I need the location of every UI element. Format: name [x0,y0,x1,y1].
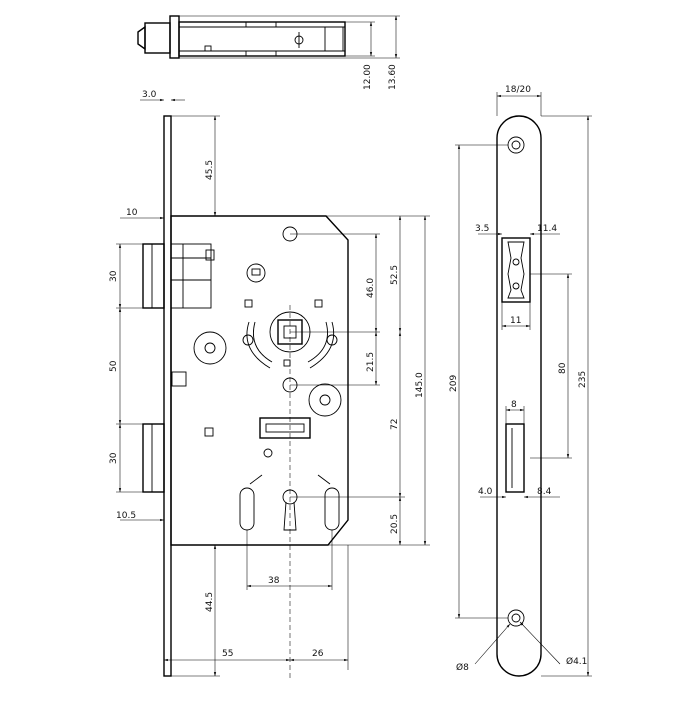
dim-13-60: 13.60 [388,64,398,90]
latch-opening [501,237,531,303]
dim-bolt-projection: 10.5 [116,511,136,521]
dim-bolt-height: 30 [109,452,119,464]
dim-bolt-right: 8.4 [537,487,552,497]
dim-latch-bolt-spacing: 80 [558,362,568,374]
top-latch-tip [144,22,171,54]
dim-screw-diameter: Ø4.1 [566,656,587,667]
bolt [142,423,165,493]
dim-top-to-body: 45.5 [205,160,215,180]
dim-follower-keyhole: 72 [390,419,400,430]
left-slot [239,487,255,531]
latch [142,243,165,309]
dim-hole-spacing: 209 [449,375,459,392]
dim-follower-top: 52.5 [390,265,400,285]
front-view: 30 50 30 10 10.5 3.0 45.5 44.5 55 26 38 [109,90,430,680]
dim-latch-left: 3.5 [475,224,489,234]
dim-keyhole-bottom: 20.5 [390,514,400,534]
dim-12: 12.00 [363,64,373,90]
faceplate-side [163,115,172,677]
top-latch-bevel [137,25,146,51]
right-slot [324,487,340,531]
dim-follower-lever: 21.5 [366,352,376,372]
dim-faceplate-length: 235 [578,371,588,388]
dim-backset: 55 [222,649,233,659]
faceplate [496,115,542,677]
dim-latch-right: 11.4 [537,224,557,234]
lock-body [170,215,349,546]
faceplate-view: 18/20 3.5 11.4 11 80 209 235 8 4.0 [449,85,592,677]
top-view: 12.00 13.60 [137,15,400,90]
dim-bolt-width: 8 [511,400,517,410]
top-faceplate [169,15,180,59]
dim-latch-to-bolt: 50 [109,360,119,372]
bolt-opening [505,423,525,493]
dim-faceplate-width: 18/20 [505,85,531,95]
dim-bolt-left: 4.0 [478,487,493,497]
dim-keyhole-offset: 26 [312,649,324,659]
top-screw-hole [507,136,525,154]
dim-body-height: 145.0 [415,372,425,398]
dim-hole-diameter: Ø8 [456,662,469,673]
dim-keyhole-spacing: 38 [268,576,280,586]
dim-latch-width: 11 [510,316,521,326]
dim-bottom-offset: 44.5 [205,592,215,612]
dim-follower-top-hole: 46.0 [366,278,376,298]
dim-latch-projection: 10 [126,208,138,218]
dim-faceplate-thickness: 3.0 [142,90,157,100]
center-slot [259,417,311,439]
dim-latch-height: 30 [109,270,119,282]
